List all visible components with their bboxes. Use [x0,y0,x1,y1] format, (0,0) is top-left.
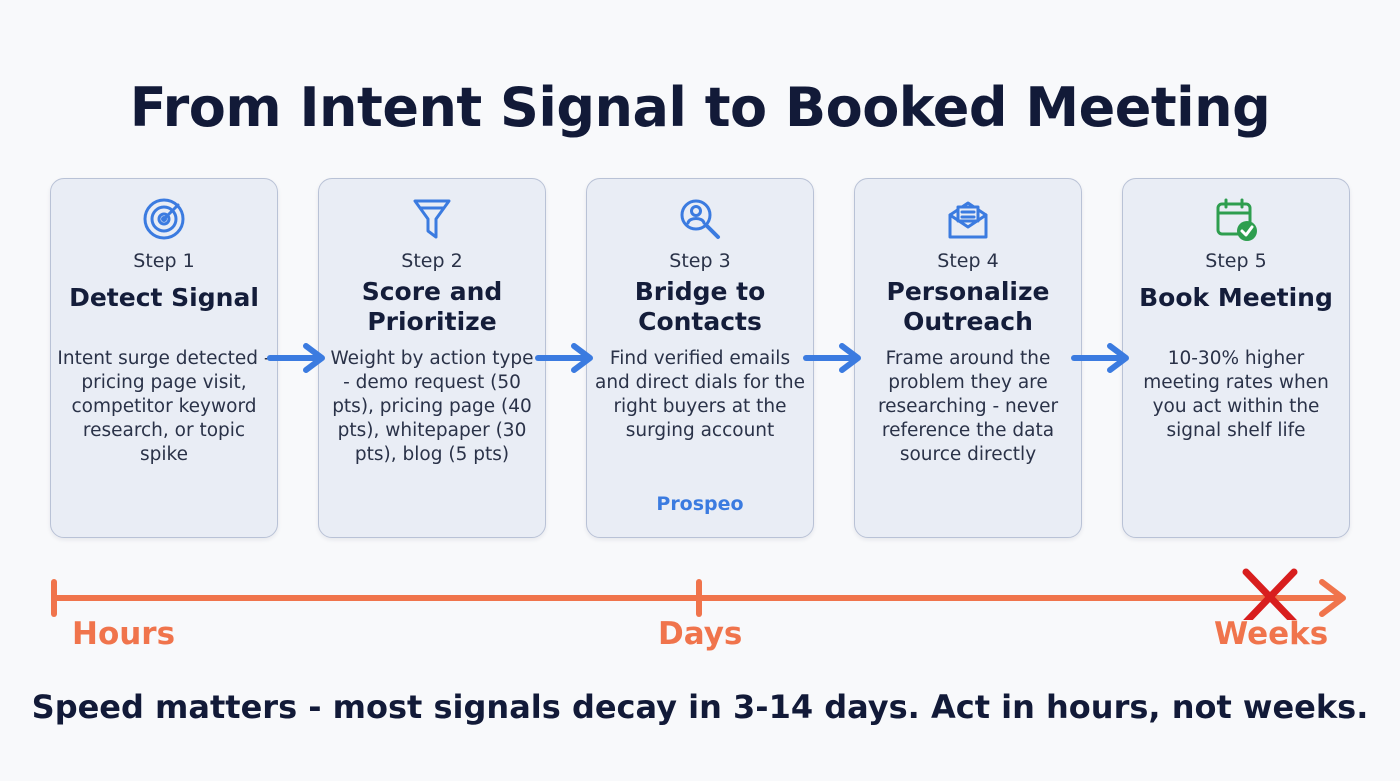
radar-target-icon [51,195,277,243]
step-title: Book Meeting [1139,283,1333,312]
envelope-icon [855,195,1081,243]
step-card-5: Step 5 Book Meeting 10-30% higher meetin… [1122,178,1350,538]
timeline-bar [51,568,1346,620]
step-title: Personalize Outreach [886,277,1050,336]
person-search-icon [587,195,813,243]
step-description: Intent surge detected - pricing page vis… [57,348,271,465]
step-description: Weight by action type - demo request (50… [330,348,534,465]
step-number: Step 2 [401,250,463,272]
step-number: Step 1 [133,250,195,272]
flow-arrow-2 [535,343,593,373]
timeline-label-days: Days [658,616,743,652]
step-card-4: Step 4 Personalize Outreach Frame around… [854,178,1082,538]
flow-arrow-3 [803,343,861,373]
calendar-check-icon [1123,195,1349,243]
step-card-3: Step 3 Bridge to Contacts Find verified … [586,178,814,538]
step-number: Step 5 [1205,250,1267,272]
funnel-icon [319,195,545,243]
step-number: Step 3 [669,250,731,272]
step-card-1: Step 1 Detect Signal Intent surge detect… [50,178,278,538]
brand-label: Prospeo [656,493,744,515]
step-title: Score and Prioritize [361,277,503,336]
step-description: Frame around the problem they are resear… [877,348,1059,465]
timeline-label-weeks: Weeks [1214,616,1329,652]
page-title: From Intent Signal to Booked Meeting [129,76,1271,139]
step-number: Step 4 [937,250,999,272]
step-description: Find verified emails and direct dials fo… [594,348,805,441]
step-title: Detect Signal [69,283,259,312]
flow-arrow-1 [267,343,325,373]
timeline-label-hours: Hours [72,616,176,652]
step-description: 10-30% higher meeting rates when you act… [1143,348,1329,441]
footer-callout: Speed matters - most signals decay in 3-… [31,688,1369,726]
step-title: Bridge to Contacts [634,277,766,336]
step-card-2: Step 2 Score and Prioritize Weight by ac… [318,178,546,538]
flow-arrow-4 [1071,343,1129,373]
x-mark-icon [1242,568,1298,620]
timeline-arrowhead [1319,579,1346,617]
